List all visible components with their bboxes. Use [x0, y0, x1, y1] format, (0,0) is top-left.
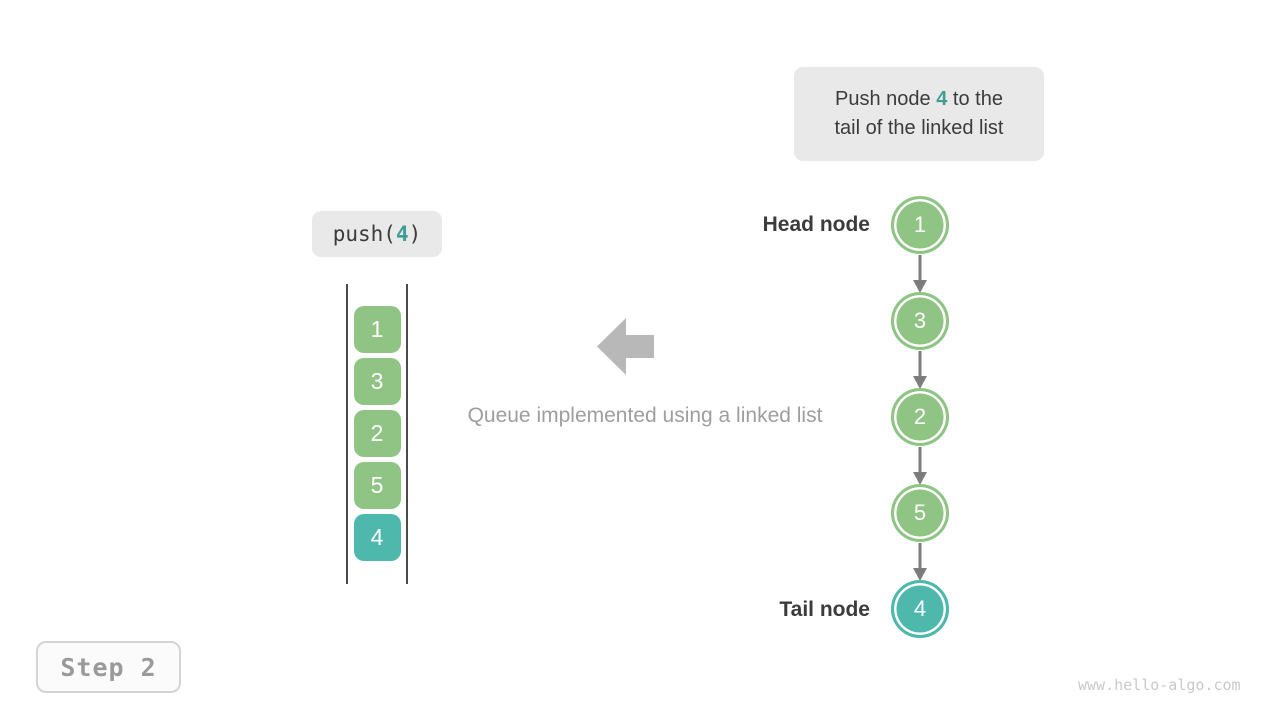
tail-node-label: Tail node	[779, 598, 870, 621]
queue-item-1: 1	[353, 306, 401, 353]
diagram-caption: Queue implemented using a linked list	[467, 404, 823, 427]
push-callout: Push node 4 to the tail of the linked li…	[794, 67, 1044, 161]
callout-line1-prefix: Push node	[835, 88, 937, 110]
callout-highlight-value: 4	[936, 88, 948, 110]
list-node-1: 1	[891, 196, 949, 254]
linked-list: 1 3 2 5 4	[891, 196, 949, 639]
arrow-down-icon	[913, 255, 927, 293]
callout-line2: tail of the linked list	[834, 117, 1004, 139]
push-operation-chip: push(4)	[312, 211, 442, 257]
queue-item-2: 2	[353, 410, 401, 457]
queue-item-3: 3	[353, 358, 401, 405]
arrow-down-icon	[913, 543, 927, 581]
push-chip-arg: 4	[395, 222, 409, 246]
head-node-label: Head node	[762, 213, 870, 236]
step-badge: Step 2	[36, 641, 181, 693]
queue-item-4-highlighted: 4	[353, 514, 401, 561]
list-node-5: 5	[891, 484, 949, 542]
list-node-4-highlighted: 4	[891, 580, 949, 638]
queue-item-5: 5	[353, 462, 401, 509]
queue-channel: 1 3 2 5 4	[346, 284, 408, 584]
list-node-3: 3	[891, 292, 949, 350]
list-node-2: 2	[891, 388, 949, 446]
arrow-down-icon	[913, 351, 927, 389]
push-callout-text: Push node 4 to the tail of the linked li…	[835, 85, 1004, 143]
arrow-down-icon	[913, 447, 927, 485]
push-chip-suffix: )	[408, 222, 422, 246]
push-chip-prefix: push(	[332, 222, 396, 246]
arrow-left-icon	[597, 318, 654, 375]
callout-line1-suffix: to the	[947, 88, 1003, 110]
watermark-text: www.hello-algo.com	[1078, 676, 1241, 694]
queue-items: 1 3 2 5 4	[348, 306, 406, 561]
